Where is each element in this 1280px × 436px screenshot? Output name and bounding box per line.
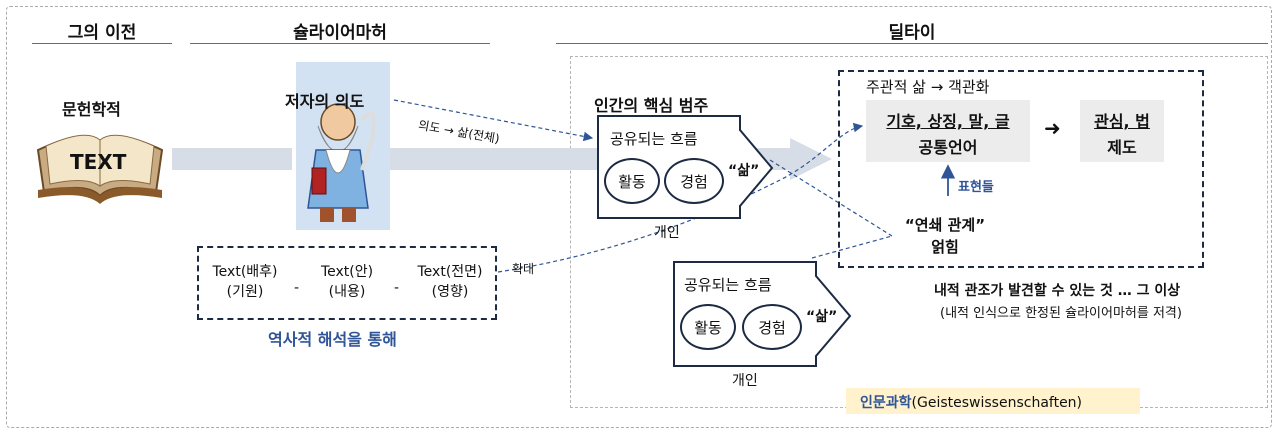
interest-law-label: 관심, 법: [1094, 112, 1150, 131]
humanities-label-ko: 인문과학: [860, 395, 912, 411]
header-pre-line: [32, 43, 172, 44]
author-intent-label: 저자의 의도: [285, 92, 365, 111]
book-icon: [36, 134, 164, 204]
flow2-title: 공유되는 흐름: [684, 276, 772, 294]
chain-line-1: [769, 159, 893, 237]
text-behind-bottom: (기원): [226, 284, 264, 300]
subjective-label: 주관적 삶 → 객관화: [866, 78, 990, 96]
humanities-label: 인문과학(Geisteswissenschaften): [860, 392, 1082, 412]
beyond-label: 내적 관조가 발견할 수 있는 것 … 그 이상: [934, 283, 1181, 299]
flow2-life: “삶”: [806, 309, 838, 325]
outer-frame: [6, 6, 1272, 428]
header-schleiermacher: 슐라이어마허: [293, 23, 387, 43]
text-behind: Text(배후) (기원): [200, 262, 290, 302]
humanities-label-de: (Geisteswissenschaften): [911, 395, 1083, 411]
chain-relation-label: “연쇄 관계”: [904, 216, 986, 234]
text-behind-top: Text(배후): [212, 264, 278, 280]
objectify-arrow-icon: ➜: [1044, 116, 1061, 140]
text-inside-bottom: (내용): [328, 284, 366, 300]
flow2-experience: 경험: [742, 304, 802, 350]
header-pre: 그의 이전: [67, 23, 137, 43]
flow1-experience: 경험: [664, 158, 724, 204]
text-sep-1: -: [294, 280, 300, 296]
institution-label: 제도: [1107, 138, 1137, 157]
text-front: Text(전면) (영향): [404, 262, 496, 302]
flow-band-left: [172, 148, 292, 170]
texts-box: [197, 246, 497, 320]
flow1-life: “삶”: [728, 163, 760, 179]
header-schleiermacher-line: [190, 43, 490, 44]
text-inside: Text(안) (내용): [304, 262, 390, 302]
text-front-top: Text(전면): [417, 264, 483, 280]
text-sep-2: -: [394, 280, 400, 296]
header-dilthey-line: [556, 43, 1268, 44]
humanities-badge: [846, 388, 1140, 414]
symbols-box: [866, 100, 1030, 162]
objectification-box: [838, 70, 1204, 268]
header-dilthey: 딜타이: [888, 23, 936, 43]
intent-to-life-arrow: [393, 99, 594, 142]
text-front-bottom: (영향): [431, 284, 469, 300]
expressions-label: 표현들: [958, 180, 994, 195]
author-figure-icon: [296, 62, 390, 230]
philology-label: 문헌학적: [62, 100, 121, 119]
flow1-title: 공유되는 흐름: [610, 130, 698, 148]
book-text-label: TEXT: [70, 150, 127, 174]
flow2-activity: 활동: [680, 304, 736, 350]
expand-label: 확대: [512, 262, 535, 276]
symbols-label: 기호, 상징, 말, 글: [886, 112, 1010, 131]
core-category-label: 인간의 핵심 범주: [594, 96, 709, 115]
historical-label: 역사적 해석을 통해: [268, 330, 397, 349]
flow-band-head: [790, 138, 832, 180]
interest-box: [1080, 100, 1164, 162]
flow1-individual: 개인: [654, 225, 680, 241]
entanglement-label: 얽힘: [931, 238, 959, 256]
flow1-activity: 활동: [604, 158, 660, 204]
beyond-sub-label: (내적 인식으로 한정된 슐라이어마허를 저격): [940, 306, 1182, 321]
expand-arrow: [497, 122, 864, 273]
text-inside-top: Text(안): [320, 264, 374, 280]
flow2-individual: 개인: [732, 373, 758, 389]
common-language-label: 공통언어: [918, 138, 978, 157]
